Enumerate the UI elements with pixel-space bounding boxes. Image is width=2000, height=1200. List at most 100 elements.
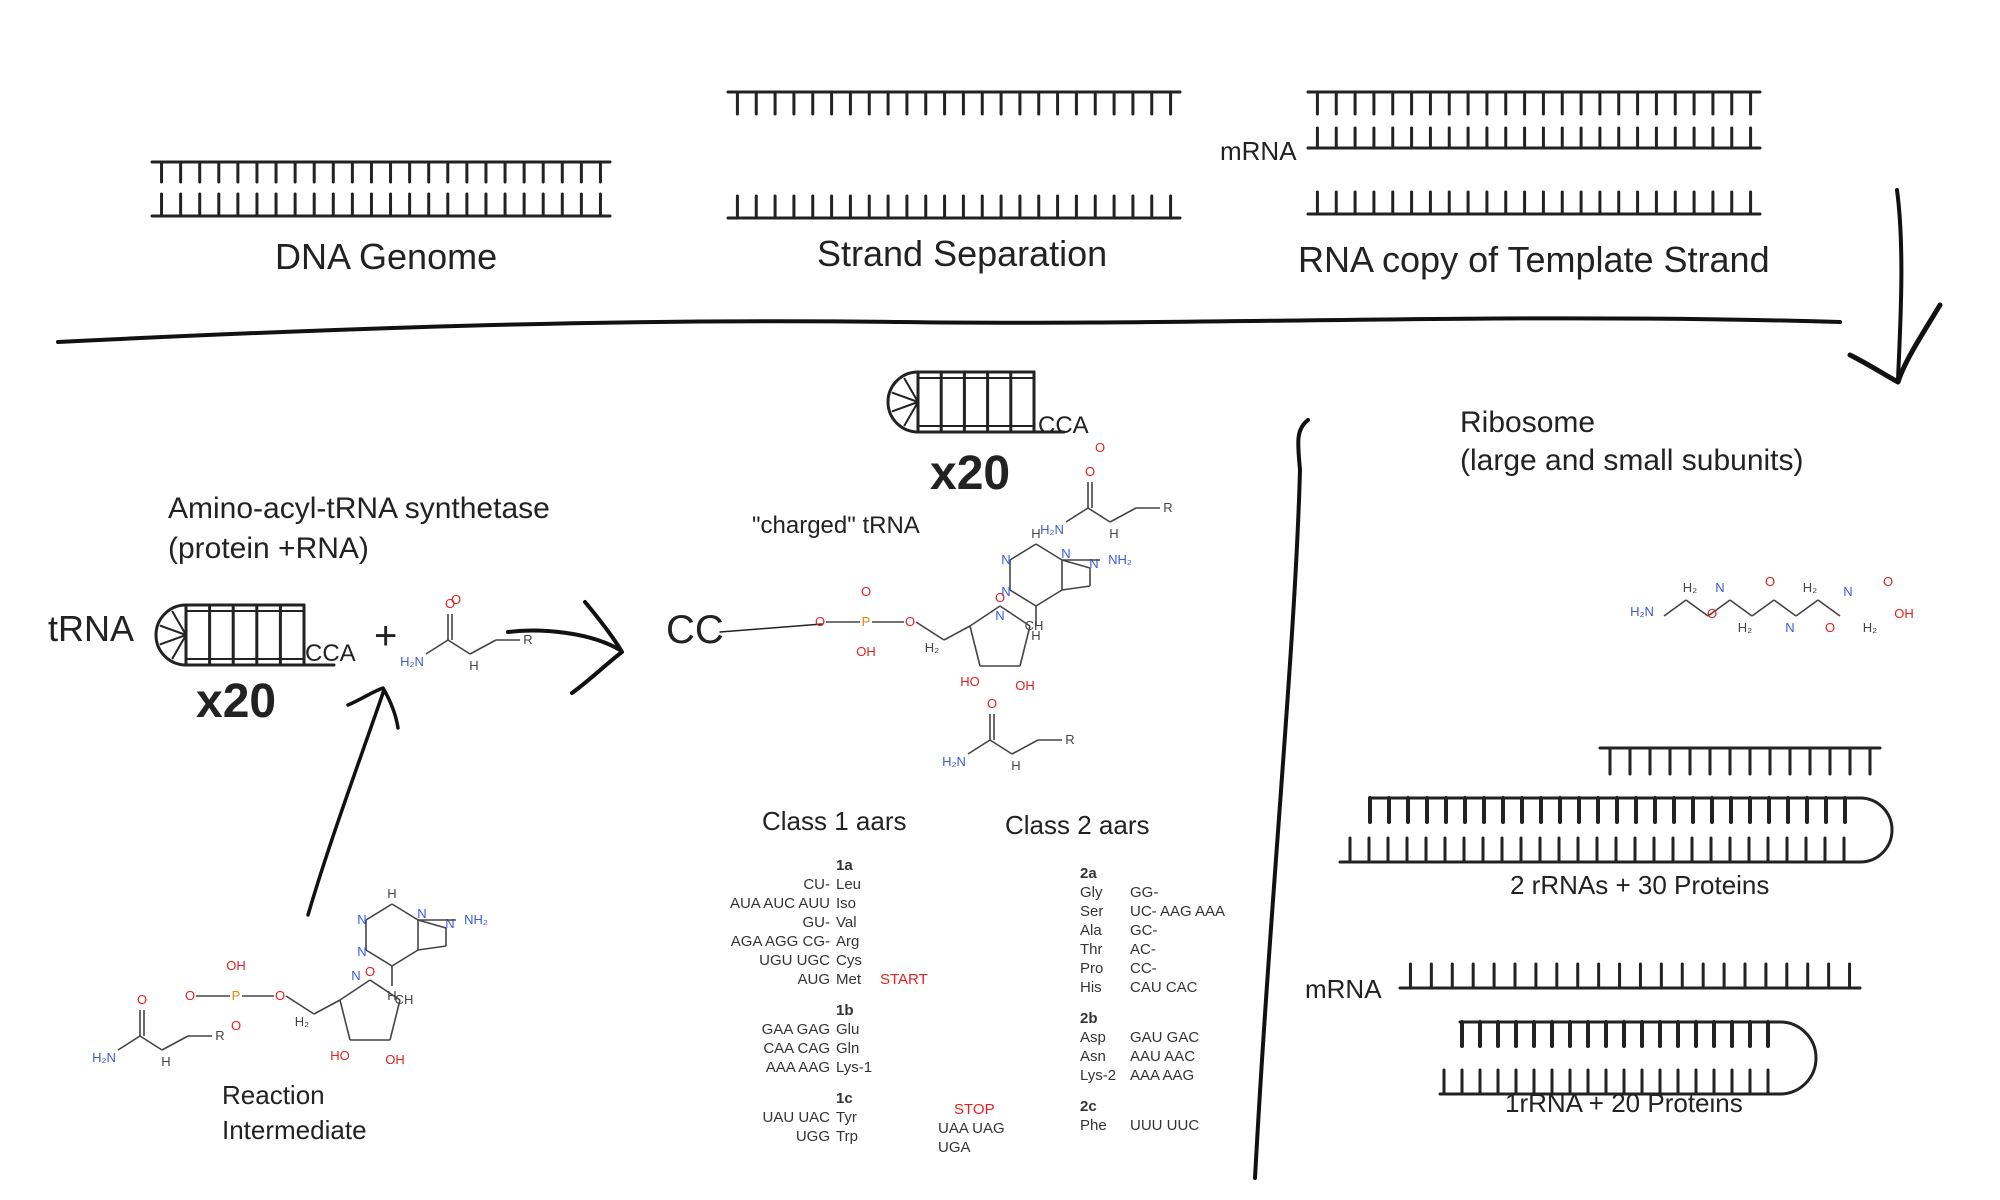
atom-label: OH xyxy=(1894,606,1914,621)
cc-label: CC xyxy=(666,608,724,652)
arrow-up xyxy=(306,688,386,917)
atom-label: N xyxy=(357,912,366,927)
hand-drawn-lines xyxy=(56,188,1943,1180)
bond xyxy=(1751,599,1775,617)
bond xyxy=(365,903,393,921)
atom-label: CH xyxy=(395,992,414,1007)
amino-acid: Thr xyxy=(1080,941,1103,958)
atom-label: H xyxy=(1031,526,1040,541)
bond xyxy=(1109,507,1137,523)
atom-label: R xyxy=(215,1028,224,1043)
group-1a-header: 1a xyxy=(836,857,853,874)
dna-genome-top-strand xyxy=(150,160,612,184)
ribosome-mrna-strand xyxy=(1398,962,1862,990)
atom-label: H xyxy=(1109,526,1118,541)
bond xyxy=(469,639,497,655)
amino-acid: Glu xyxy=(836,1021,860,1038)
atom-label: H₂ xyxy=(1803,580,1817,595)
atom-label: H xyxy=(387,886,396,901)
atom-label: OH xyxy=(226,958,246,973)
codons: AUA AUC AUU xyxy=(729,895,830,912)
codons: UUU UUC xyxy=(1130,1117,1200,1134)
bond xyxy=(1011,739,1039,755)
codons: AUG xyxy=(797,971,830,988)
atom-label: R xyxy=(1065,732,1074,747)
charged-trna-hairpin xyxy=(886,370,1066,434)
atom-label: NH₂ xyxy=(1108,552,1132,567)
amino-acid: Iso xyxy=(836,895,857,912)
table-row: Lys-2 AAA AAG xyxy=(1080,1066,1225,1085)
section-bracket xyxy=(1253,418,1310,1180)
atom-label: P xyxy=(232,988,241,1003)
atom-label: O xyxy=(275,988,285,1003)
bond xyxy=(161,1035,189,1051)
bond xyxy=(391,903,419,921)
atom-label: O xyxy=(1707,606,1717,621)
atom-label: H₂N xyxy=(1630,604,1654,619)
rrna-outline xyxy=(1338,796,1894,864)
loop-spoke xyxy=(159,634,187,646)
atom-label: O xyxy=(1095,440,1105,455)
table-row: Asn AAU AAC xyxy=(1080,1047,1225,1066)
rna-copy-top-strand xyxy=(1306,90,1762,116)
bond xyxy=(365,949,393,967)
trna-hairpin xyxy=(154,603,336,667)
atom-label: H₂N xyxy=(400,654,424,669)
bond xyxy=(1773,599,1797,617)
rna-copy-bottom-strand xyxy=(1306,190,1762,216)
atom-label: HO xyxy=(330,1048,350,1063)
bond xyxy=(989,739,1013,755)
amino-acid: Trp xyxy=(836,1128,858,1145)
amino-acid: Lys-2 xyxy=(1080,1067,1117,1084)
codons: GU- xyxy=(802,914,831,931)
bond xyxy=(339,979,371,1001)
bond xyxy=(967,739,991,755)
codons: AAU AAC xyxy=(1130,1048,1196,1065)
codons: AAA AAG xyxy=(1130,1067,1195,1084)
atom-label: O xyxy=(987,696,997,711)
synthetase-title-2: (protein +RNA) xyxy=(168,532,369,565)
amino-acid: Tyr xyxy=(836,1109,857,1126)
trna-label: tRNA xyxy=(48,608,135,649)
bond xyxy=(285,995,315,1015)
strand-separation-label: Strand Separation xyxy=(817,233,1108,274)
amino-acid: Arg xyxy=(836,933,860,950)
stop-label: STOP xyxy=(954,1101,995,1118)
bond xyxy=(999,605,1031,627)
amino-acid: Asn xyxy=(1080,1048,1106,1065)
amino-acid: Ala xyxy=(1080,922,1102,939)
atom-label: R xyxy=(1163,500,1172,515)
bond xyxy=(1009,589,1037,607)
bond xyxy=(1087,507,1111,523)
codons: GG- xyxy=(1130,884,1159,901)
group-2a-header: 2a xyxy=(1080,865,1097,882)
codons: UGU UGC xyxy=(759,952,830,969)
atom-label: O xyxy=(445,596,455,611)
atom-label: H xyxy=(469,658,478,673)
loop-spoke xyxy=(903,401,919,427)
bond xyxy=(1035,543,1063,561)
synthetase-title-1: Amino-acyl-tRNA synthetase xyxy=(168,492,550,525)
amino-acid: Cys xyxy=(836,952,862,969)
hairpin-outline xyxy=(154,603,336,667)
stop-codons-2: UGA xyxy=(938,1139,971,1156)
charged-cca-label: CCA xyxy=(1038,412,1089,439)
atom-label: OH xyxy=(1015,678,1035,693)
arrow-up-head xyxy=(346,686,400,730)
